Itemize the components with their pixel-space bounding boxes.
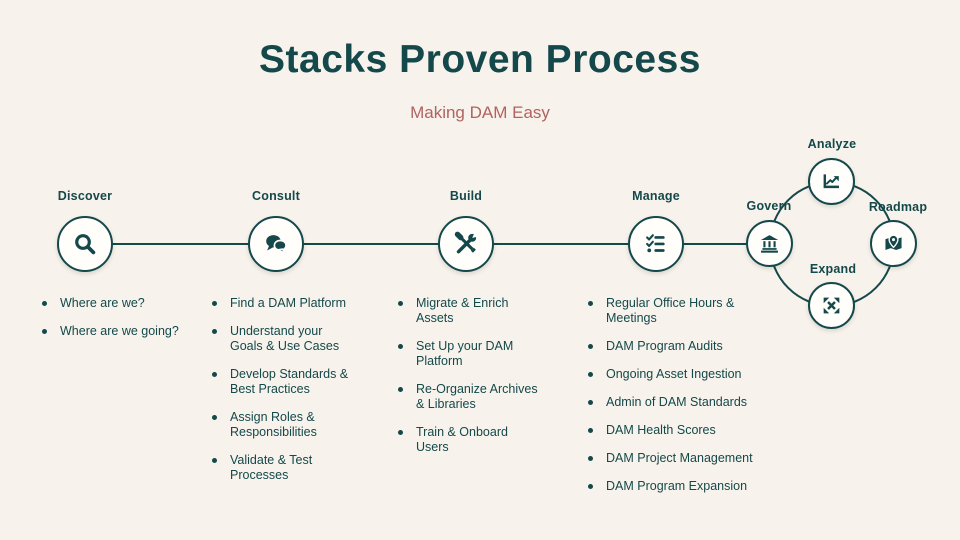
checklist-icon [642,230,670,258]
stage-label-govern: Govern [746,199,792,213]
search-icon [71,230,99,258]
list-item: Where are we? [40,296,205,311]
discover-list: Where are we? Where are we going? [40,296,205,352]
list-item: Develop Standards & Best Practices [210,367,352,397]
stage-node-manage [628,216,684,272]
stage-label-analyze: Analyze [807,137,857,151]
tools-icon [452,230,480,258]
stage-node-discover [57,216,113,272]
list-item: Set Up your DAM Platform [396,339,542,369]
page-title: Stacks Proven Process [259,38,701,81]
stage-node-consult [248,216,304,272]
stage-node-build [438,216,494,272]
manage-list: Regular Office Hours & Meetings DAM Prog… [586,296,754,507]
stage-label-build: Build [449,189,483,203]
list-item: DAM Health Scores [586,423,754,438]
list-item: DAM Program Expansion [586,479,754,494]
list-item: DAM Project Management [586,451,754,466]
stage-label-roadmap: Roadmap [868,200,928,214]
expand-arrows-icon [820,294,843,317]
trend-chart-icon [820,170,843,193]
list-item: Re-Organize Archives & Libraries [396,382,542,412]
list-item: DAM Program Audits [586,339,754,354]
process-timeline-line [85,243,770,246]
stage-label-manage: Manage [632,189,680,203]
list-item: Where are we going? [40,324,205,339]
bank-icon [758,232,781,255]
list-item: Migrate & Enrich Assets [396,296,542,326]
stage-label-consult: Consult [252,189,300,203]
consult-list: Find a DAM Platform Understand your Goal… [210,296,352,496]
stage-node-expand [808,282,855,329]
stage-label-discover: Discover [57,189,113,203]
stage-node-roadmap [870,220,917,267]
list-item: Understand your Goals & Use Cases [210,324,352,354]
stage-label-expand: Expand [809,262,857,276]
page-subtitle: Making DAM Easy [410,103,550,122]
chat-bubbles-icon [262,230,290,258]
list-item: Assign Roles & Responsibilities [210,410,352,440]
list-item: Find a DAM Platform [210,296,352,311]
stage-node-govern [746,220,793,267]
build-list: Migrate & Enrich Assets Set Up your DAM … [396,296,542,468]
list-item: Validate & Test Processes [210,453,352,483]
list-item: Regular Office Hours & Meetings [586,296,754,326]
list-item: Admin of DAM Standards [586,395,754,410]
list-item: Train & Onboard Users [396,425,542,455]
map-pin-icon [882,232,905,255]
stage-node-analyze [808,158,855,205]
list-item: Ongoing Asset Ingestion [586,367,754,382]
